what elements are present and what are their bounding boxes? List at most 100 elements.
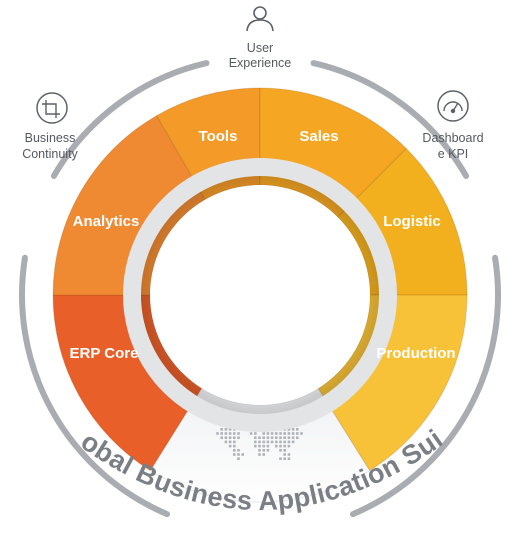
world-map-dot [270,432,274,435]
world-map-dot [275,432,278,435]
world-map-dot [258,440,261,444]
world-map-dot [266,444,270,448]
world-map-dot [287,457,291,460]
world-map-dot [237,449,240,452]
user-icon [246,6,274,32]
outer-label-line: e KPI [438,147,469,161]
crop-icon-badge [36,92,68,124]
world-map-dot [279,449,282,452]
world-map-dot [296,436,299,439]
outer-label-line: Dashboard [422,131,483,145]
world-map-dot [283,440,286,444]
world-map-dot [279,444,282,448]
world-map-dot [279,440,282,444]
world-map-dot [283,444,286,448]
world-map-dot [262,453,265,456]
world-map-dot [228,432,232,435]
segment-label: Analytics [73,213,140,230]
world-map-graphic [216,428,303,460]
world-map-dot [291,440,295,444]
outer-item-dashboard-kpi: Dashboard e KPI [422,90,484,161]
world-map-dot [270,436,274,439]
world-map-dot [262,432,265,435]
world-map-dot [296,432,299,435]
world-map-dot [233,449,236,452]
world-map-dot [287,453,291,456]
world-map-dot [283,457,286,460]
world-map-dot [228,436,232,439]
world-map-dot [262,440,265,444]
world-map-dot [249,432,253,435]
outer-label-line: Experience [229,56,292,70]
world-map-dot [287,432,291,435]
world-map-dot [224,432,228,435]
world-map-dot [254,436,257,439]
outer-ring-arc [349,254,501,518]
world-map-dot [258,436,261,439]
world-map-dot [296,428,299,431]
world-map-dot [300,432,303,435]
world-map-dot [237,432,240,435]
outer-ring-arc [19,254,171,518]
world-map-dot [283,453,286,456]
world-map-dot [275,444,278,448]
world-map-dot [279,436,282,439]
world-map-dot [220,436,223,439]
segment-label: Production [376,345,455,362]
world-map-dot [224,428,228,431]
segment-label: Tools [199,128,238,145]
world-map-dot [228,444,232,448]
world-map-dot [283,436,286,439]
outer-item-user-experience: User Experience [229,6,292,70]
world-map-dot [220,428,223,431]
world-map-dot [233,440,236,444]
world-map-dot [228,440,232,444]
outer-label-line: Continuity [22,147,78,161]
world-map-dot [279,432,282,435]
outer-item-business-continuity: Business Continuity [22,92,79,161]
gauge-icon [443,101,463,114]
world-map-dot [237,453,240,456]
world-map-dot [258,444,261,448]
world-map-dot [254,444,257,448]
world-map-dot [220,432,223,435]
world-map-dot [275,436,278,439]
world-map-dot [287,440,291,444]
center-hub [150,185,370,405]
outer-label-line: Business [25,131,76,145]
crop-icon [42,100,60,118]
outer-ring-arc [50,60,210,179]
outer-ring-arc [310,60,470,179]
outer-ring [19,60,501,518]
world-map-dot [254,440,257,444]
world-map-dot [270,440,274,444]
world-map-dot [291,432,295,435]
world-map-dot [283,432,286,435]
world-map-dot [287,444,291,448]
inner-ring [123,158,397,432]
world-map-dot [224,436,228,439]
gauge-icon-badge [437,90,469,122]
world-map-dot [258,449,261,452]
world-map-dot [254,432,257,435]
world-map-dot [266,436,270,439]
world-map-dot [266,432,270,435]
world-map-dot [228,428,232,431]
world-map-dot [262,449,265,452]
segment-label: Sales [299,128,338,145]
world-map-dot [216,432,219,435]
world-map-dot [287,436,291,439]
world-map-dot [233,436,236,439]
world-map-dot [291,428,295,431]
world-map-dot [266,449,270,452]
world-map-dot [237,457,240,460]
world-map-dot [262,436,265,439]
world-map-dot [287,428,291,431]
world-map-dot [237,436,240,439]
segment-ring [52,87,468,472]
segment-label: Logistic [383,213,441,230]
world-map-dot [258,453,261,456]
